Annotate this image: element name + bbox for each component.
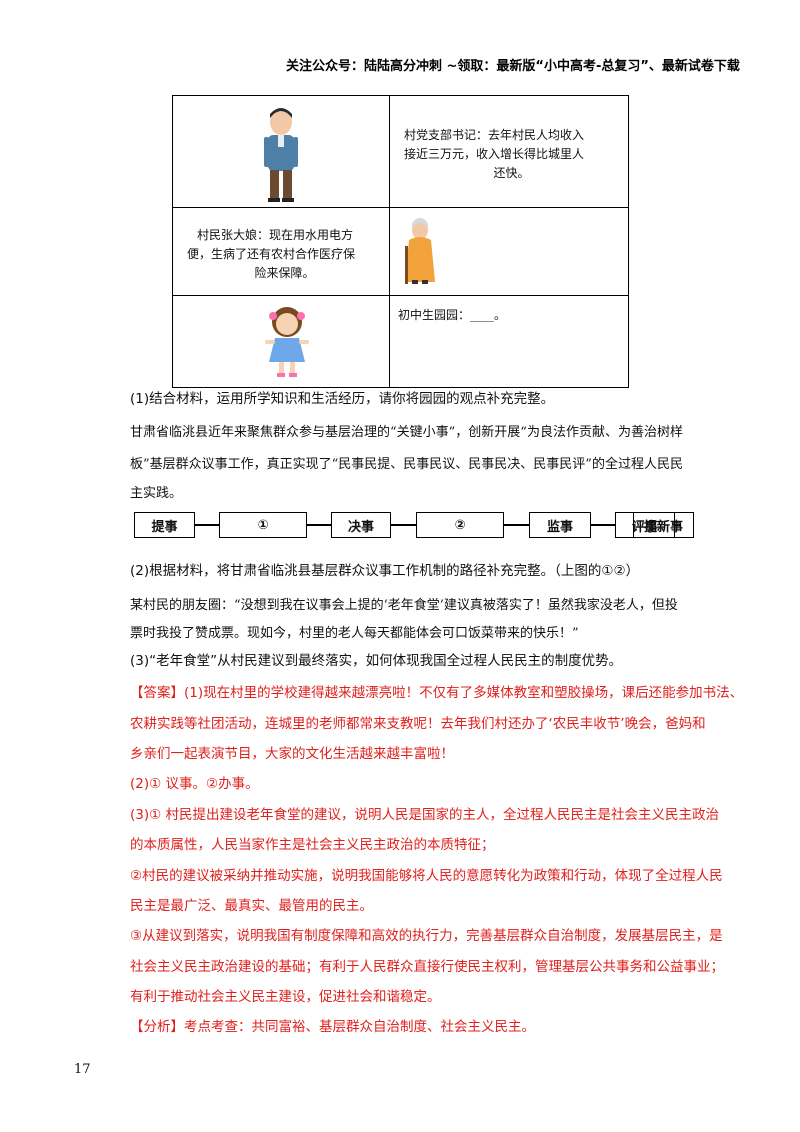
auntie-line-1: 村民张大娘：现在用水用电方 xyxy=(197,228,354,242)
answer-tag: 【答案】 xyxy=(130,685,184,701)
cell-girl xyxy=(173,296,390,387)
secretary-line-3: 还快。 xyxy=(493,166,530,180)
secretary-line-2: 接近三万元，收入增长得比城里人 xyxy=(404,147,585,161)
dialogue-table: 村党支部书记：去年村民人均收入 接近三万元，收入增长得比城里人 还快。 村民张大… xyxy=(172,95,629,388)
flow-step-4: ② xyxy=(416,512,504,538)
cell-man xyxy=(173,96,390,208)
material-2-line-1: 甘肃省临洮县近年来聚焦群众参与基层治理的“关键小事”，创新开展“为良法作贡献、为… xyxy=(130,425,683,440)
cell-auntie xyxy=(390,208,628,296)
material-2-line-3: 主实践。 xyxy=(130,486,183,501)
answer-line-5: (3)① 村民提出建设老年食堂的建议，说明人民是国家的主人，全过程人民民主是社会… xyxy=(130,807,720,823)
analysis-line: 【分析】考点考查：共同富裕、基层群众自治制度、社会主义民主。 xyxy=(130,1017,535,1037)
answer-line-1: 【答案】(1)现在村里的学校建得越来越漂亮啦！不仅有了多媒体教室和塑胶操场，课后… xyxy=(130,683,743,703)
flow-step-1: 提事 xyxy=(134,512,195,538)
answer-line-7: ②村民的建议被采纳并推动实施，说明我国能够将人民的意愿转化为政策和行动，体现了全… xyxy=(130,868,723,884)
flow-connector xyxy=(675,524,681,526)
cell-auntie-speech: 村民张大娘：现在用水用电方 便，生病了还有农村合作医疗保 险来保障。 xyxy=(173,208,390,296)
material-3-line-2: 票时我投了赞成票。现如今，村里的老人每天都能体会可口饭菜带来的快乐！” xyxy=(130,626,579,641)
grandma-illustration xyxy=(405,218,435,284)
secretary-line-1: 村党支部书记：去年村民人均收入 xyxy=(404,128,585,142)
cell-secretary: 村党支部书记：去年村民人均收入 接近三万元，收入增长得比城里人 还快。 xyxy=(390,96,628,208)
answer-line-3: 乡亲们一起表演节目，大家的文化生活越来越丰富啦！ xyxy=(130,746,454,762)
answer-line-4: (2)① 议事。②办事。 xyxy=(130,776,259,792)
auntie-line-2: 便，生病了还有农村合作医疗保 xyxy=(187,247,356,261)
flow-connector xyxy=(195,524,219,526)
flow-step-7: 提新事 xyxy=(633,512,694,538)
page-number: 17 xyxy=(74,1062,91,1077)
student-girl-illustration xyxy=(265,307,309,377)
flow-connector xyxy=(504,524,529,526)
flow-step-5: 监事 xyxy=(529,512,591,538)
answer-line-2: 农耕实践等社团活动，连城里的老师都常来支教呢！去年我们村还办了‘农民丰收节’晚会… xyxy=(130,716,706,732)
flow-connector xyxy=(591,524,615,526)
material-2-line-2: 板”基层群众议事工作，真正实现了“民事民提、民事民议、民事民决、民事民评”的全过… xyxy=(130,457,683,472)
answer-line-8: 民主是最广泛、最真实、最管用的民主。 xyxy=(130,898,373,914)
analysis-tag: 【分析】 xyxy=(130,1019,184,1035)
answer-line-9: ③从建议到落实，说明我国有制度保障和高效的执行力，完善基层群众自治制度，发展基层… xyxy=(130,928,723,944)
answer-text: (1)现在村里的学校建得越来越漂亮啦！不仅有了多媒体教室和塑胶操场，课后还能参加… xyxy=(184,685,744,701)
flow-step-2: ① xyxy=(219,512,307,538)
question-2: (2)根据材料，将甘肃省临洮县基层群众议事工作机制的路径补充完整。（上图的①②） xyxy=(130,563,640,579)
question-1: (1)结合材料，运用所学知识和生活经历，请你将园园的观点补充完整。 xyxy=(130,391,555,407)
village-secretary-illustration xyxy=(264,108,298,202)
auntie-speech: 村民张大娘：现在用水用电方 便，生病了还有农村合作医疗保 险来保障。 xyxy=(187,226,382,283)
cell-student: 初中生园园：____。 xyxy=(390,296,628,387)
analysis-text: 考点考查：共同富裕、基层群众自治制度、社会主义民主。 xyxy=(184,1019,535,1035)
student-speech: 初中生园园：____。 xyxy=(398,308,507,322)
secretary-speech: 村党支部书记：去年村民人均收入 接近三万元，收入增长得比城里人 还快。 xyxy=(404,126,619,183)
answer-line-6: 的本质属性，人民当家作主是社会主义民主政治的本质特征； xyxy=(130,837,495,853)
question-3: (3)“老年食堂”从村民建议到最终落实，如何体现我国全过程人民民主的制度优势。 xyxy=(130,653,623,669)
answer-line-11: 有利于推动社会主义民主建设，促进社会和谐稳定。 xyxy=(130,989,441,1005)
procedure-flow: 提事 ① 决事 ② 监事 评事 xyxy=(134,512,694,538)
auntie-line-3: 险来保障。 xyxy=(254,266,315,280)
flow-connector xyxy=(307,524,331,526)
material-3-line-1: 某村民的朋友圈：“没想到我在议事会上提的‘老年食堂’建议真被落实了！虽然我家没老… xyxy=(130,598,678,613)
page-header: 关注公众号：陆陆高分冲刺 ~领取：最新版“小中高考-总复习”、最新试卷下载 xyxy=(286,59,740,74)
flow-connector xyxy=(391,524,416,526)
flow-step-3: 决事 xyxy=(331,512,391,538)
answer-line-10: 社会主义民主政治建设的基础；有利于人民群众直接行使民主权利，管理基层公共事务和公… xyxy=(130,959,724,975)
